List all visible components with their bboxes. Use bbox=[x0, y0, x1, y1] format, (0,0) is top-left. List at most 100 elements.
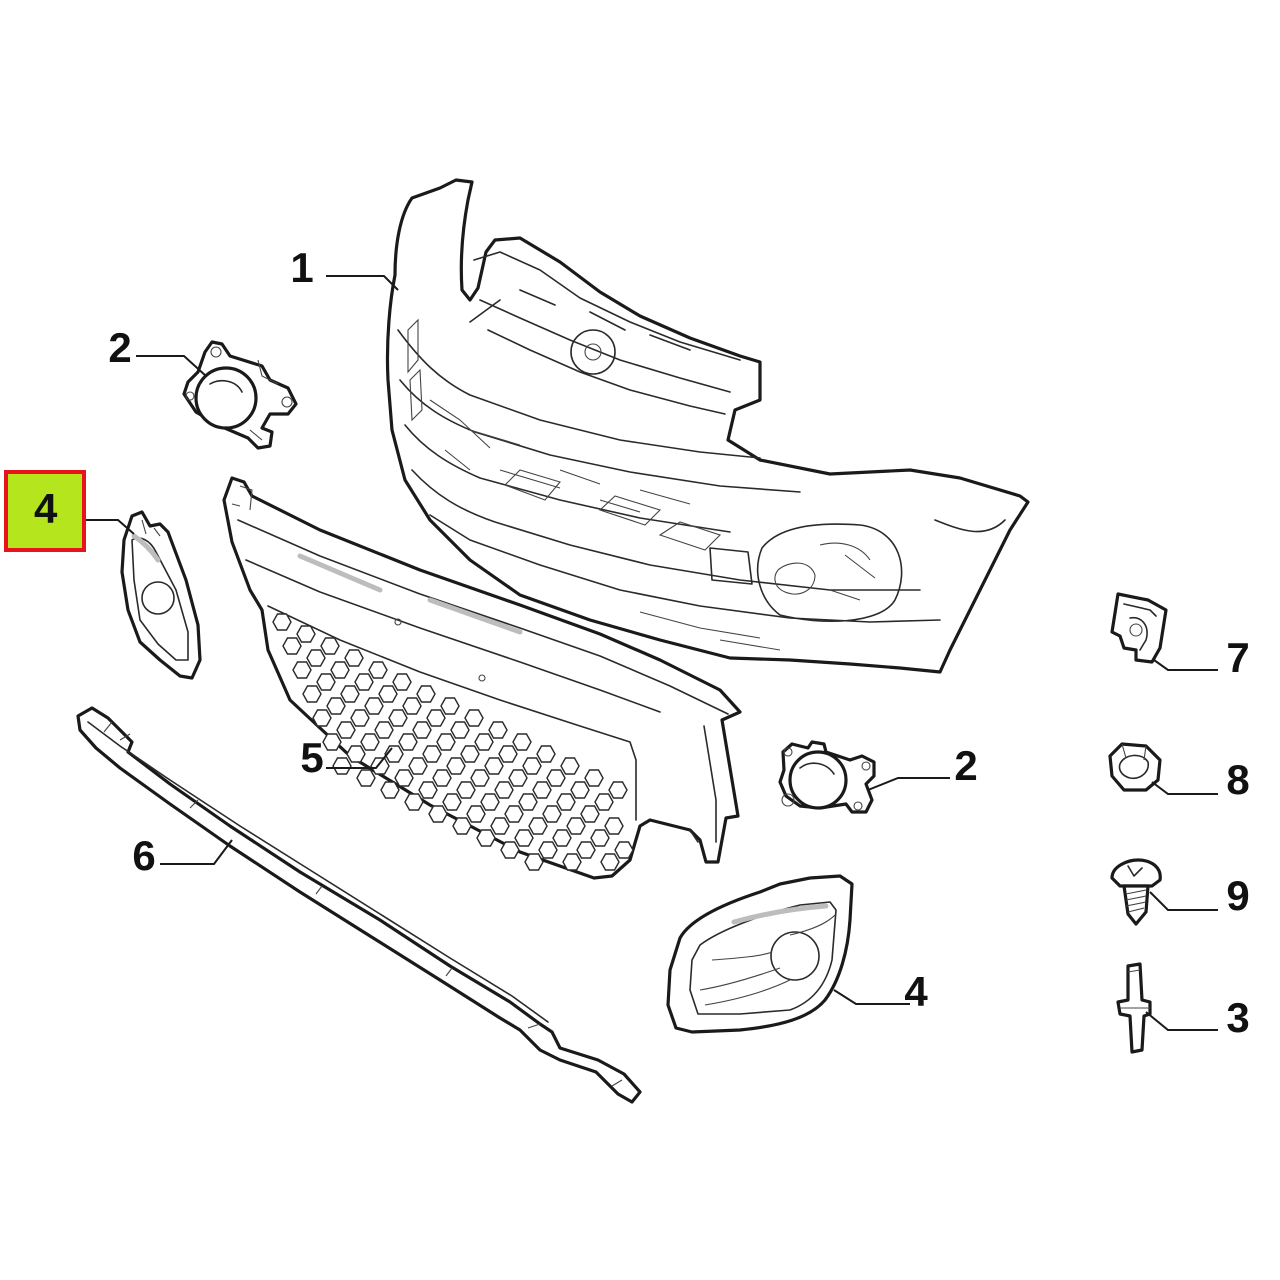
grille-cell bbox=[332, 757, 352, 775]
callout-6: 6 bbox=[132, 832, 156, 879]
callout-3: 3 bbox=[1226, 994, 1250, 1041]
grille-cell bbox=[412, 721, 432, 739]
grille-cell bbox=[470, 769, 490, 787]
grille-cell bbox=[282, 637, 302, 655]
grille-cell bbox=[508, 769, 528, 787]
grille-cell bbox=[566, 817, 586, 835]
fog-lamp-bezel-bottom[interactable] bbox=[666, 874, 854, 1034]
grille-cell bbox=[330, 661, 350, 679]
grille-cell bbox=[292, 661, 312, 679]
fog-lamp-bezel-left[interactable] bbox=[120, 510, 202, 680]
grille-cell bbox=[490, 817, 510, 835]
grille-cell bbox=[450, 721, 470, 739]
grille-cell bbox=[416, 685, 436, 703]
grille-cell bbox=[378, 685, 398, 703]
grille-cell bbox=[538, 841, 558, 859]
fog-lamp-bottom[interactable] bbox=[778, 740, 876, 814]
grille-cell bbox=[600, 853, 620, 871]
grille-cell bbox=[320, 637, 340, 655]
stud-pin[interactable] bbox=[1116, 962, 1152, 1054]
grille-cell bbox=[524, 853, 544, 871]
grille-cell bbox=[422, 745, 442, 763]
grille-cell bbox=[614, 841, 634, 859]
grille-cell bbox=[488, 721, 508, 739]
grille-cell bbox=[326, 697, 346, 715]
lower-grille[interactable] bbox=[222, 476, 742, 880]
grille-cell bbox=[584, 769, 604, 787]
grille-cell bbox=[344, 649, 364, 667]
grille-cell bbox=[474, 733, 494, 751]
grille-cell bbox=[528, 817, 548, 835]
grille-cell bbox=[432, 769, 452, 787]
grille-cell bbox=[476, 829, 496, 847]
grille-cell bbox=[316, 673, 336, 691]
grille-cell bbox=[302, 685, 322, 703]
grille-cell bbox=[494, 781, 514, 799]
grille-cell bbox=[312, 709, 332, 727]
grille-cell bbox=[306, 649, 326, 667]
callout-4-bottom: 4 bbox=[904, 968, 928, 1015]
grille-cell bbox=[392, 673, 412, 691]
grille-cell bbox=[536, 745, 556, 763]
grille-cell bbox=[504, 805, 524, 823]
fog-lamp-top[interactable] bbox=[182, 340, 298, 450]
grille-cell bbox=[604, 817, 624, 835]
callout-2-top: 2 bbox=[108, 324, 132, 371]
grille-cell bbox=[356, 769, 376, 787]
callout-5: 5 bbox=[300, 734, 324, 781]
grille-cell bbox=[464, 709, 484, 727]
grille-cell bbox=[364, 697, 384, 715]
grille-cell bbox=[608, 781, 628, 799]
grille-cell bbox=[522, 757, 542, 775]
grille-cell bbox=[466, 805, 486, 823]
grille-cell bbox=[440, 697, 460, 715]
grille-cell bbox=[436, 733, 456, 751]
grille-cell bbox=[512, 733, 532, 751]
grille-cell bbox=[368, 661, 388, 679]
grille-cell bbox=[394, 769, 414, 787]
front-bumper[interactable] bbox=[385, 178, 1030, 674]
grille-cell bbox=[418, 781, 438, 799]
grille-cell bbox=[354, 673, 374, 691]
lower-reinforcement-strip[interactable] bbox=[76, 706, 642, 1104]
grille-cell bbox=[514, 829, 534, 847]
clip[interactable] bbox=[1110, 592, 1168, 664]
grille-mesh bbox=[272, 613, 634, 871]
grille-cell bbox=[562, 853, 582, 871]
grille-cell bbox=[556, 793, 576, 811]
grille-cell bbox=[594, 793, 614, 811]
grille-cell bbox=[480, 793, 500, 811]
grille-cell bbox=[408, 757, 428, 775]
grille-cell bbox=[322, 733, 342, 751]
grille-cell bbox=[460, 745, 480, 763]
grille-cell bbox=[370, 757, 390, 775]
callout-8: 8 bbox=[1226, 756, 1250, 803]
grille-cell bbox=[296, 625, 316, 643]
callout-4-highlighted: 4 bbox=[4, 470, 86, 552]
grille-cell bbox=[576, 841, 596, 859]
grille-cell bbox=[388, 709, 408, 727]
callout-9: 9 bbox=[1226, 872, 1250, 919]
nut[interactable] bbox=[1108, 742, 1162, 792]
grille-cell bbox=[452, 817, 472, 835]
grille-cell bbox=[374, 721, 394, 739]
grille-cell bbox=[340, 685, 360, 703]
push-screw[interactable] bbox=[1110, 858, 1162, 926]
grille-cell bbox=[346, 745, 366, 763]
grille-cell bbox=[500, 841, 520, 859]
grille-cell bbox=[350, 709, 370, 727]
grille-cell bbox=[484, 757, 504, 775]
grille-cell bbox=[456, 781, 476, 799]
grille-cell bbox=[570, 781, 590, 799]
grille-cell bbox=[552, 829, 572, 847]
grille-cell bbox=[428, 805, 448, 823]
grille-cell bbox=[404, 793, 424, 811]
grille-cell bbox=[380, 781, 400, 799]
grille-cell bbox=[426, 709, 446, 727]
grille-cell bbox=[542, 805, 562, 823]
grille-cell bbox=[442, 793, 462, 811]
grille-cell bbox=[446, 757, 466, 775]
grille-cell bbox=[498, 745, 518, 763]
